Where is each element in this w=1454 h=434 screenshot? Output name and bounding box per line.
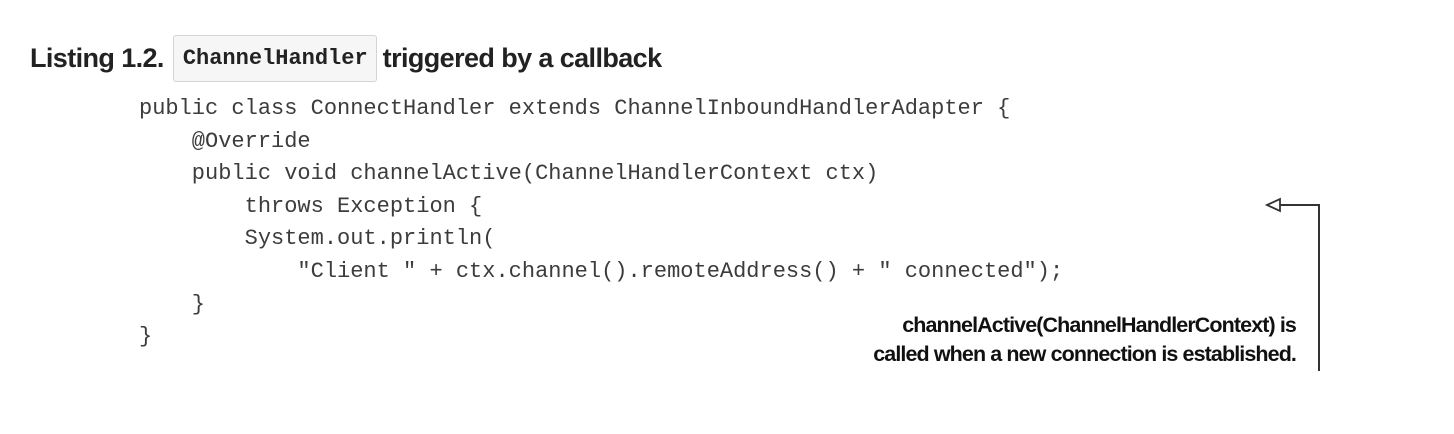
annotation-line-2: called when a new connection is establis… — [873, 342, 1297, 366]
code-listing: public class ConnectHandler extends Chan… — [139, 93, 1063, 354]
code-line-3: public void channelActive(ChannelHandler… — [139, 161, 879, 187]
code-line-4: throws Exception { — [139, 193, 483, 219]
annotation-line-1: channelActive(ChannelHandlerContext) is — [902, 313, 1297, 337]
code-line-2: @Override — [139, 128, 311, 154]
inline-code-term: ChannelHandler — [172, 34, 377, 82]
code-line-8: } — [139, 324, 153, 350]
listing-title: triggered by a callback — [382, 42, 662, 73]
code-line-6: "Client " + ctx.channel().remoteAddress(… — [139, 258, 1064, 284]
listing-number: Listing 1.2. — [30, 42, 164, 73]
code-line-7: } — [139, 291, 206, 317]
callout-arrow-icon — [1264, 197, 1320, 371]
code-line-5: System.out.println( — [139, 226, 496, 252]
callout-annotation: channelActive(ChannelHandlerContext) is … — [873, 311, 1297, 369]
listing-caption: Listing 1.2. ChannelHandler triggered by… — [30, 34, 662, 82]
code-line-1: public class ConnectHandler extends Chan… — [139, 96, 1011, 121]
